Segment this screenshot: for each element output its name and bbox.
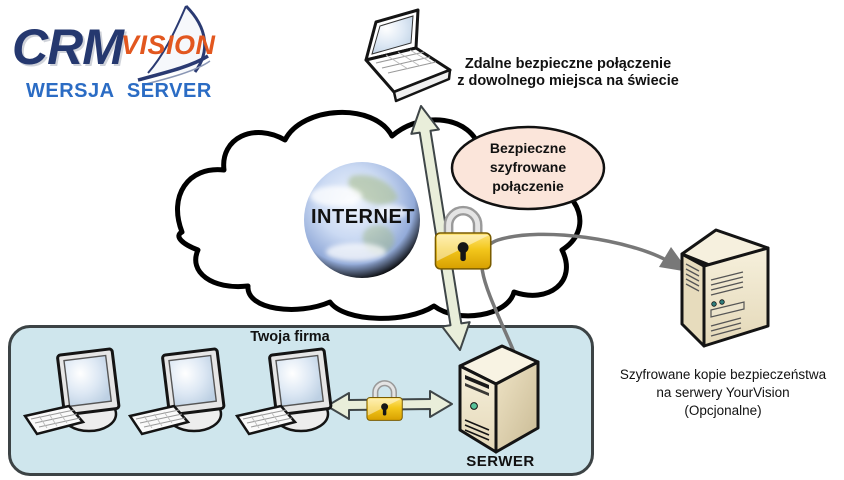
desktop-computer-icon: [235, 347, 333, 436]
backup-line1: Szyfrowane kopie bezpieczeństwa: [619, 367, 827, 382]
internet-globe-icon: [304, 162, 420, 278]
callout-line2: szyfrowane: [489, 159, 567, 175]
callout-line3: połączenie: [492, 178, 564, 194]
logo-vision: VISION: [121, 30, 216, 60]
laptop-icon: [364, 8, 452, 103]
remote-caption-line2: z dowolnego miejsca na świecie: [457, 72, 679, 89]
logo-subtitle: WERSJA SERVER: [26, 80, 212, 102]
secure-connection-caption: Bezpieczne szyfrowane połączenie: [452, 139, 604, 196]
backup-server-tower-icon: [680, 228, 770, 348]
company-box-label: Twoja firma: [250, 329, 330, 345]
remote-connection-arrow: [410, 105, 471, 351]
padlock-icon-lan: [367, 383, 402, 420]
internet-label: INTERNET: [311, 206, 415, 228]
backup-caption: Szyfrowane kopie bezpieczeństwa na serwe…: [602, 366, 844, 420]
remote-connection-caption: Zdalne bezpieczne połączenie z dowolnego…: [448, 56, 688, 89]
backup-line3: (Opcjonalne): [684, 403, 762, 418]
callout-line1: Bezpieczne: [489, 140, 567, 156]
server-label: SERWER: [466, 453, 535, 470]
logo-crm: CRM: [12, 19, 124, 75]
logo-sail-icon: [137, 4, 211, 86]
desktop-computer-icon: [128, 347, 226, 436]
server-tower-icon: [458, 344, 540, 454]
backup-line2: na serwery YourVision: [656, 385, 790, 400]
desktop-computer-icon: [23, 347, 121, 436]
secure-connection-callout: [450, 125, 606, 211]
remote-caption-line1: Zdalne bezpieczne połączenie: [464, 56, 672, 72]
